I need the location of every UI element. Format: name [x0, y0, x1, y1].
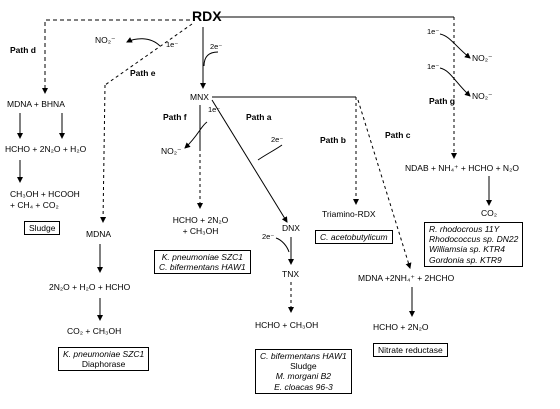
- e-electron-label: 1e⁻: [166, 40, 179, 49]
- mnx-node: MNX: [190, 92, 209, 102]
- e-organism-box: K. pneumoniae SZC1 Diaphorase: [58, 347, 150, 372]
- path-b-label: Path b: [320, 135, 346, 145]
- a-products-node: HCHO + CH₃OH: [255, 320, 319, 330]
- e-n2o-node: 2N₂O + H₂O + HCHO: [49, 282, 131, 292]
- path-d-label: Path d: [10, 45, 36, 55]
- path-c-label: Path c: [385, 130, 411, 140]
- g-organism-box: R. rhodocrous 11Y Rhodococcus sp. DN22 W…: [424, 222, 524, 267]
- c-mdna-node: MDNA +2NH₄⁺ + 2HCHO: [358, 273, 455, 283]
- mnx-electron-curve: [203, 51, 219, 67]
- path-f-label: Path f: [163, 112, 187, 122]
- g-electron-label-2: 1e⁻: [427, 62, 440, 71]
- path-c-line: [357, 99, 412, 269]
- e-co2-node: CO₂ + CH₃OH: [67, 326, 122, 336]
- g-ndab-node: NDAB + NH₄⁺ + HCHO + N₂O: [405, 163, 519, 173]
- dnx-electron-label: 2e⁻: [262, 232, 275, 241]
- f-products-line-2: + CH₃OH: [182, 226, 219, 236]
- c-enzyme-box: Nitrate reductase: [373, 343, 448, 358]
- f-nitrite-curve: [184, 121, 208, 149]
- f-organism-box: K. pneumoniae SZC1 C. bifermentans HAW1: [154, 250, 251, 275]
- f-nitrite: NO₂⁻: [161, 146, 182, 156]
- g-nitrite-1: [439, 33, 471, 59]
- path-d-connector: [42, 19, 190, 94]
- a-electron-label: 2e⁻: [271, 135, 284, 144]
- c-products-node: HCHO + 2N₂O: [373, 322, 429, 332]
- a-organism-box: C. bifermentans HAW1 Sludge M. morgani B…: [255, 349, 352, 394]
- g-nitrite-2: [439, 67, 471, 97]
- dnx-electron-curve: [275, 237, 290, 253]
- rdx-node: RDX: [192, 8, 222, 24]
- path-g-label: Path g: [429, 96, 455, 106]
- d-hcho-node: HCHO + 2N₂O + H₂O: [5, 144, 87, 154]
- sludge-box: Sludge: [24, 221, 61, 236]
- mdna-e-node: MDNA: [86, 229, 112, 239]
- e-nitrite-curve: [126, 37, 161, 47]
- f-electron-label: 1e⁻: [208, 105, 221, 114]
- path-a-line: [211, 99, 288, 223]
- mdna-bhna-node: MDNA + BHNA: [7, 99, 65, 109]
- g-co2-node: CO₂: [481, 208, 498, 218]
- d-products-line-2: + CH₄ + CO₂: [10, 200, 59, 210]
- mnx-electron-label: 2e⁻: [210, 42, 223, 51]
- path-e-descent: [100, 84, 107, 223]
- tnx-node: TNX: [282, 269, 299, 279]
- f-products-line-1: HCHO + 2N₂O: [172, 215, 229, 225]
- d-products-line-1: CH₃OH + HCOOH: [10, 189, 80, 199]
- e-nitrite: NO₂⁻: [95, 35, 116, 45]
- triamino-node: Triamino-RDX: [322, 209, 376, 219]
- path-a-label: Path a: [246, 112, 272, 122]
- b-organism-box: C. acetobutylicum: [315, 230, 393, 245]
- dnx-node: DNX: [282, 223, 300, 233]
- g-electron-label-1: 1e⁻: [427, 27, 440, 36]
- g-nitrite-1-label: NO₂⁻: [472, 53, 493, 63]
- g-nitrite-2-label: NO₂⁻: [472, 91, 493, 101]
- path-e-label: Path e: [130, 68, 156, 78]
- a-electron-curve: [257, 144, 283, 161]
